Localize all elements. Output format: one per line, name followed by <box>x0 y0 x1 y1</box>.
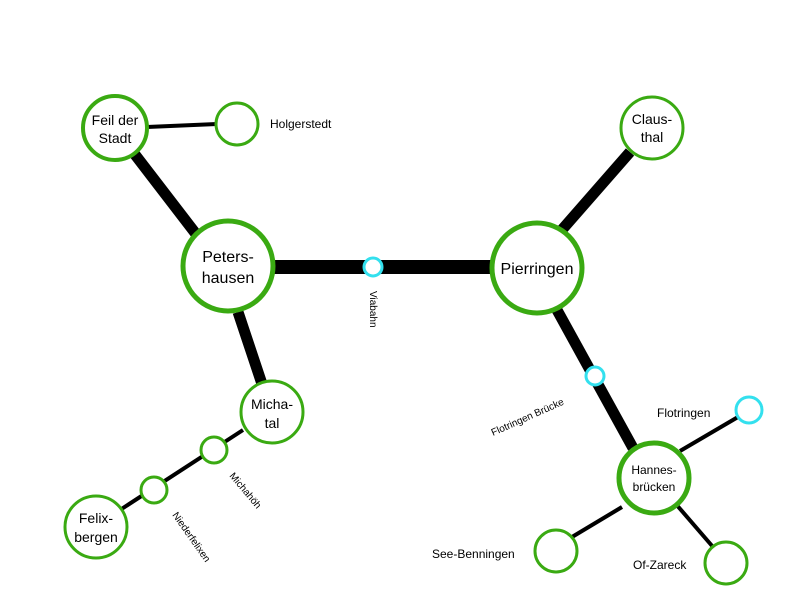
node-pierringen[interactable] <box>489 220 585 316</box>
label-michatal-line2: tal <box>265 415 280 431</box>
node-see-benningen[interactable] <box>533 528 579 574</box>
label-michahoh: Michahöh <box>227 471 263 511</box>
label-hannes-line2: brücken <box>633 480 676 494</box>
label-hannes-line1: Hannes- <box>631 463 676 477</box>
node-holgerstedt[interactable] <box>214 101 260 147</box>
line-feil-holgerstedt <box>146 122 218 129</box>
label-of-zareck: Of-Zareck <box>633 558 687 572</box>
node-claustal[interactable] <box>619 95 685 161</box>
label-peters-line1: Peters- <box>202 249 254 266</box>
node-michatal[interactable] <box>239 379 305 445</box>
node-niederfelixen[interactable] <box>139 475 169 505</box>
line-pierringen-claustal <box>555 148 635 236</box>
label-viabahn: Viabahn <box>367 291 378 328</box>
label-see-benningen: See-Benningen <box>432 547 515 561</box>
label-niederfelixen: Niederfelixen <box>170 510 212 564</box>
node-felixbergen[interactable] <box>63 494 129 560</box>
node-hannesbrucken[interactable] <box>616 440 692 516</box>
line-hannes-seebenningen <box>570 505 624 539</box>
network-labels: Feil der Stadt Holgerstedt Peters- hause… <box>74 111 710 572</box>
node-viabahn[interactable] <box>362 256 384 278</box>
node-michahoh[interactable] <box>199 435 229 465</box>
label-holgerstedt: Holgerstedt <box>270 117 332 131</box>
label-pierringen: Pierringen <box>501 261 574 278</box>
node-petershausen[interactable] <box>180 218 276 314</box>
node-flotringen[interactable] <box>734 395 764 425</box>
line-petershausen-michatal <box>232 310 268 386</box>
label-flotringen-brucke: Flotringen Brücke <box>490 397 566 439</box>
line-hannes-flotringen <box>678 415 740 453</box>
label-claus-line1: Claus- <box>632 111 673 127</box>
line-feil-petershausen <box>128 148 201 238</box>
label-peters-line2: hausen <box>202 270 255 287</box>
label-michatal-line1: Micha- <box>251 396 293 412</box>
node-flotringen-brucke[interactable] <box>584 365 606 387</box>
label-felix-line2: bergen <box>74 529 118 545</box>
network-nodes <box>63 94 764 586</box>
label-felix-line1: Felix- <box>79 510 114 526</box>
line-hannes-ofzareck <box>673 501 715 549</box>
label-claus-line2: thal <box>641 129 664 145</box>
label-feil-line1: Feil der <box>92 112 139 128</box>
node-of-zareck[interactable] <box>703 540 749 586</box>
node-feil-der-stadt[interactable] <box>81 94 149 162</box>
label-flotringen: Flotringen <box>657 406 710 420</box>
label-feil-line2: Stadt <box>99 130 132 146</box>
